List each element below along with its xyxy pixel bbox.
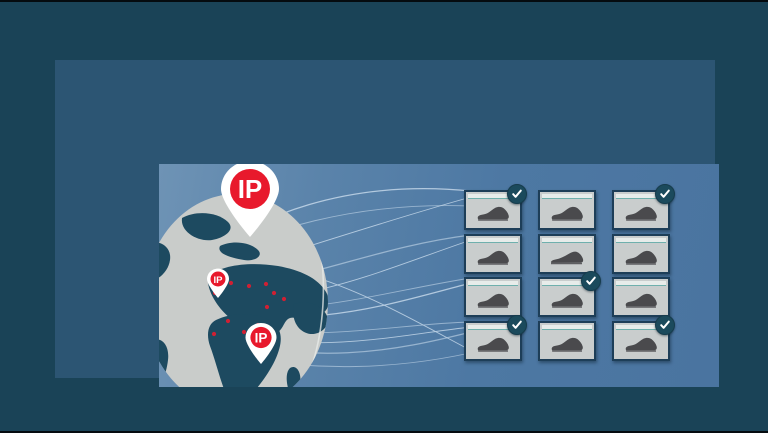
inner-scene-panel: IP IP IP bbox=[159, 164, 719, 387]
card-header-bar bbox=[468, 325, 518, 330]
shoe-icon bbox=[625, 337, 657, 352]
card-header-bar bbox=[542, 194, 592, 199]
product-card[interactable] bbox=[612, 234, 670, 274]
card-product-image bbox=[543, 288, 591, 312]
product-card[interactable] bbox=[612, 184, 675, 230]
card-header-bar bbox=[468, 281, 518, 286]
product-card-grid bbox=[464, 184, 714, 370]
product-card[interactable] bbox=[538, 190, 596, 230]
product-card[interactable] bbox=[538, 271, 601, 317]
product-card[interactable] bbox=[538, 321, 596, 361]
card-product-image bbox=[617, 201, 665, 225]
card-header-bar bbox=[616, 194, 666, 199]
shoe-icon bbox=[625, 293, 657, 308]
shoe-icon bbox=[551, 337, 583, 352]
ip-pin-south-svg: IP bbox=[245, 323, 277, 364]
ip-pin-primary-svg: IP bbox=[221, 164, 279, 237]
product-card[interactable] bbox=[464, 234, 522, 274]
product-card[interactable] bbox=[464, 277, 522, 317]
shoe-icon bbox=[477, 206, 509, 221]
card-product-image bbox=[469, 201, 517, 225]
shoe-icon bbox=[625, 206, 657, 221]
card-header-bar bbox=[616, 325, 666, 330]
shoe-icon bbox=[625, 250, 657, 265]
shoe-icon bbox=[551, 206, 583, 221]
globe-city-dot bbox=[241, 329, 247, 335]
card-product-image bbox=[543, 245, 591, 269]
shoe-icon bbox=[477, 293, 509, 308]
globe-svg bbox=[159, 194, 328, 387]
verified-check-icon bbox=[507, 315, 527, 335]
ip-pin-south[interactable]: IP bbox=[244, 322, 278, 365]
ip-pin-south-label: IP bbox=[255, 331, 268, 346]
shoe-icon bbox=[477, 337, 509, 352]
ip-pin-west[interactable]: IP bbox=[206, 268, 230, 299]
card-product-image bbox=[543, 332, 591, 356]
card-product-image bbox=[469, 245, 517, 269]
card-header-bar bbox=[542, 325, 592, 330]
globe-city-dot bbox=[211, 331, 217, 337]
shoe-icon bbox=[551, 251, 584, 265]
verified-check-icon bbox=[581, 271, 601, 291]
shoe-icon bbox=[551, 293, 583, 308]
globe-city-dot bbox=[271, 290, 277, 296]
product-card[interactable] bbox=[538, 234, 596, 274]
verified-check-icon bbox=[655, 315, 675, 335]
card-product-image bbox=[617, 332, 665, 356]
product-card[interactable] bbox=[464, 315, 527, 361]
globe-city-dot bbox=[228, 280, 234, 286]
card-product-image bbox=[617, 288, 665, 312]
card-header-bar bbox=[616, 238, 666, 243]
globe-city-dot bbox=[281, 296, 287, 302]
card-product-image bbox=[469, 288, 517, 312]
card-product-image bbox=[617, 245, 665, 269]
card-header-bar bbox=[616, 281, 666, 286]
card-header-bar bbox=[542, 281, 592, 286]
ip-pin-west-svg: IP bbox=[207, 268, 229, 298]
card-product-image bbox=[469, 332, 517, 356]
product-card[interactable] bbox=[612, 315, 675, 361]
verified-check-icon bbox=[507, 184, 527, 204]
card-header-bar bbox=[468, 194, 518, 199]
globe-city-dot bbox=[263, 281, 269, 287]
globe-city-dot bbox=[246, 283, 252, 289]
world-globe bbox=[159, 192, 354, 387]
product-card[interactable] bbox=[612, 277, 670, 317]
mid-panel: IP IP IP bbox=[55, 60, 719, 387]
ip-pin-primary[interactable]: IP bbox=[219, 164, 281, 238]
card-product-image bbox=[543, 201, 591, 225]
ip-pin-primary-label: IP bbox=[238, 174, 263, 204]
product-card[interactable] bbox=[464, 184, 527, 230]
globe-city-dot bbox=[264, 304, 270, 310]
ip-pin-west-label: IP bbox=[214, 275, 224, 286]
card-header-bar bbox=[542, 238, 592, 243]
verified-check-icon bbox=[655, 184, 675, 204]
card-header-bar bbox=[468, 238, 518, 243]
shoe-icon bbox=[477, 250, 509, 265]
globe-city-dot bbox=[225, 318, 231, 324]
